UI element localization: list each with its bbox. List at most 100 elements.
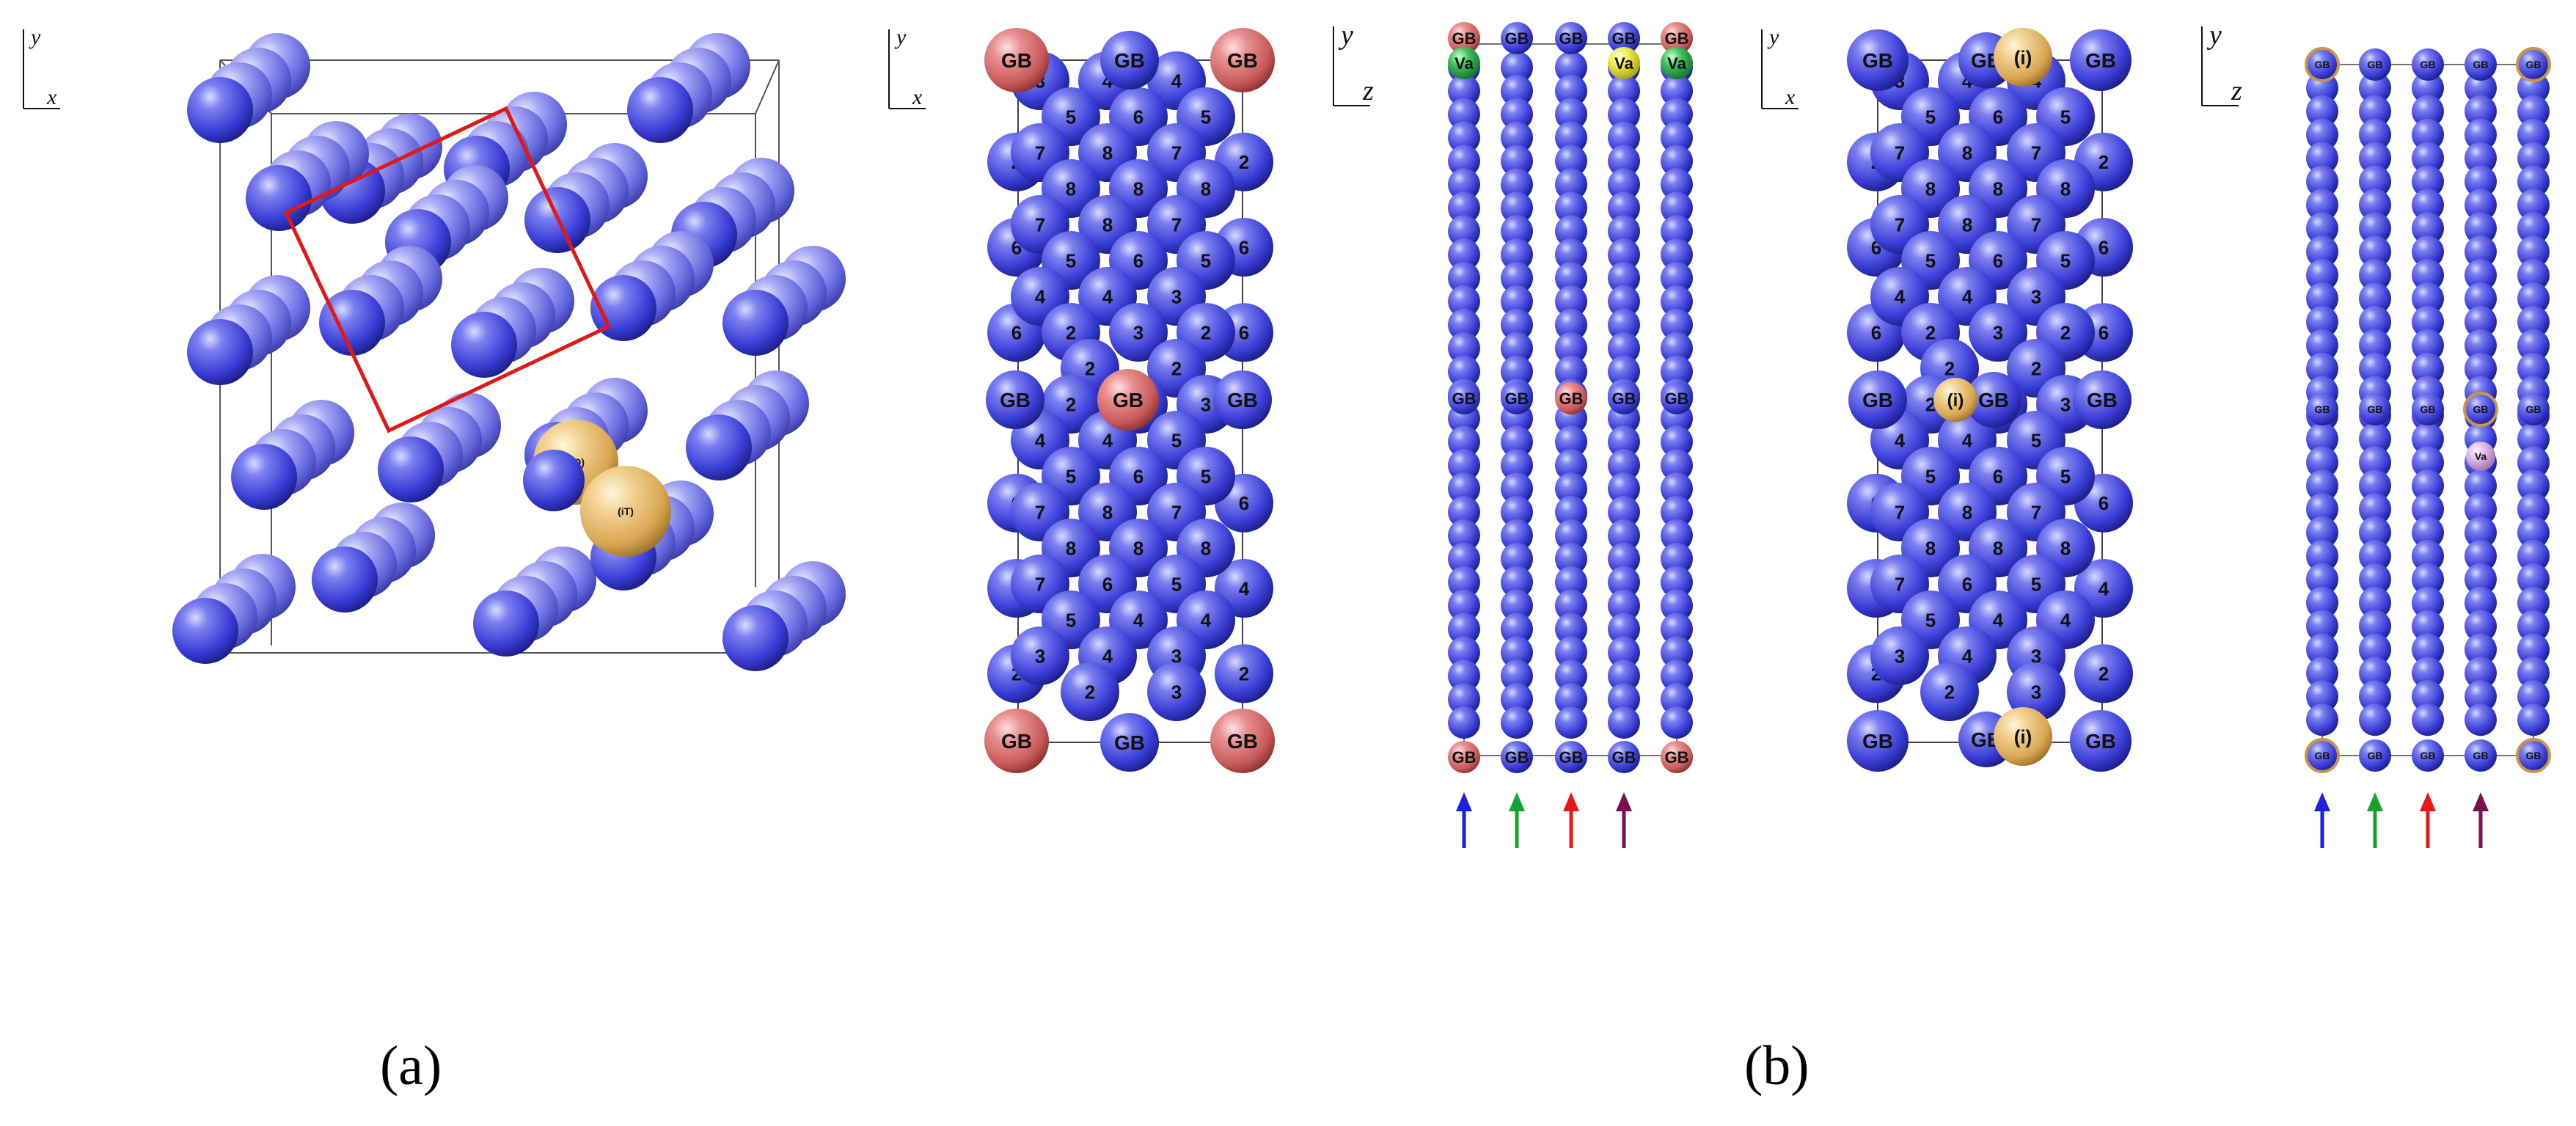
atom-label: 2: [2099, 151, 2109, 173]
column-arrow: [1456, 792, 1472, 848]
atom-label: 7: [1171, 142, 1182, 164]
column-atom: [1555, 425, 1587, 458]
column-arrow: [1509, 792, 1525, 848]
atom-label: 3: [1993, 321, 2003, 343]
atom-label: 8: [1102, 213, 1113, 235]
column-atom: [1555, 332, 1587, 365]
column-atom: [1555, 566, 1587, 599]
column-atom: [1501, 51, 1533, 84]
atom-label: GB: [1227, 49, 1258, 72]
column-atom: [1555, 191, 1587, 224]
column-atom: [2465, 610, 2497, 643]
column-atom: [2306, 610, 2338, 643]
atom-label: 3: [1171, 285, 1182, 307]
atom-label: GB: [1612, 29, 1636, 48]
column-atom: [2306, 493, 2338, 526]
column-atom: [2465, 539, 2497, 572]
grain-boundary-atom: GB: [1213, 370, 1272, 429]
axis-label-y: y: [1338, 20, 1353, 51]
atom-label: GB: [2368, 59, 2383, 70]
column-atom: [2359, 469, 2391, 502]
atom-label: 2: [1925, 321, 1936, 343]
column-atom: [2465, 516, 2497, 549]
atom-label: GB: [2473, 59, 2489, 70]
column-atom: [2412, 610, 2444, 643]
grain-boundary-atom: GB: [1555, 22, 1587, 54]
grain-boundary-atom: GB: [2359, 739, 2391, 772]
panel-b-xy-view-vacancy: 2266666664223445657878887875654432322223…: [984, 28, 1275, 773]
column-atom: [1608, 98, 1640, 131]
column-atom: [2465, 95, 2497, 128]
column-atom: [1661, 706, 1693, 739]
column-atom: [2412, 142, 2444, 175]
column-atom: [2412, 165, 2444, 198]
column-atom: [2306, 329, 2338, 362]
atom-label: GB: [1612, 748, 1636, 767]
column-atom: [1661, 308, 1693, 341]
column-atom: [2359, 493, 2391, 526]
column-atom: [1448, 659, 1480, 692]
atom-label: Va: [2475, 450, 2487, 462]
column-atom: [1661, 121, 1693, 154]
column-atom: [1501, 285, 1533, 318]
atom-label: 4: [1962, 285, 1973, 307]
grain-boundary-atom: GB: [2465, 739, 2497, 772]
grain-boundary-atom: GB: [2412, 393, 2444, 425]
column-atom: [2412, 633, 2444, 666]
atom-label: 5: [1201, 106, 1211, 128]
column-atom: [1608, 449, 1640, 482]
atom-label: 7: [2031, 501, 2041, 523]
column-atom: [2465, 657, 2497, 690]
atom-label: 2: [1066, 393, 1076, 415]
grain-boundary-atom: GB: [2517, 393, 2550, 425]
atom-label: 8: [1066, 178, 1076, 200]
atom-label: 6: [1993, 465, 2003, 487]
atom-label: 4: [2060, 609, 2071, 631]
column-atom: [2412, 118, 2444, 151]
column-atom: [2465, 563, 2497, 596]
lattice-atom: [451, 312, 517, 378]
atom-label: 4: [1133, 609, 1144, 631]
atom-label: 2: [1066, 321, 1076, 343]
column-atom: [2306, 282, 2338, 315]
atom-label: 7: [1035, 573, 1045, 595]
column-atom: [2517, 329, 2550, 362]
column-atom: [1501, 519, 1533, 552]
atom-label: 4: [1035, 285, 1046, 307]
column-atom: [1661, 636, 1693, 669]
column-atom: [2517, 516, 2550, 549]
atom-label: 3: [1035, 645, 1045, 667]
atom-label: 8: [1066, 537, 1076, 559]
atom-label: GB: [2315, 403, 2330, 415]
atom-label: 6: [2099, 492, 2109, 514]
column-atom: [1661, 659, 1693, 692]
tetrahedral-interstitial-site: (iT): [580, 466, 671, 557]
column-atom: [1501, 238, 1533, 271]
column-atom: [2306, 305, 2338, 338]
column-atom: [2517, 539, 2550, 572]
lattice-atom: [473, 591, 539, 657]
column-atom: [2517, 703, 2550, 736]
column-atom: [2306, 235, 2338, 268]
atom-label: 5: [2060, 465, 2071, 487]
column-atom: [1448, 308, 1480, 341]
column-arrow: [2367, 792, 2383, 848]
column-atom: [2306, 539, 2338, 572]
column-atom: [2412, 586, 2444, 619]
column-atom: [2306, 352, 2338, 385]
layer-atom: 2: [1061, 662, 1119, 721]
atom-label: 6: [1993, 106, 2003, 128]
column-atom: [1501, 449, 1533, 482]
atom-label: GB: [1452, 390, 1477, 408]
column-atom: [1608, 215, 1640, 248]
atom-label: GB: [2473, 403, 2489, 415]
column-atom: [2465, 586, 2497, 619]
atom-label: 4: [1102, 429, 1113, 451]
atom-label: 2: [1944, 681, 1955, 703]
column-atom: [2359, 212, 2391, 245]
column-atom: [1501, 683, 1533, 716]
grain-boundary-atom: GB: [1448, 382, 1480, 414]
column-arrow: [2314, 792, 2330, 848]
atom-column: [2465, 71, 2497, 736]
atom-label: 2: [1944, 357, 1955, 379]
